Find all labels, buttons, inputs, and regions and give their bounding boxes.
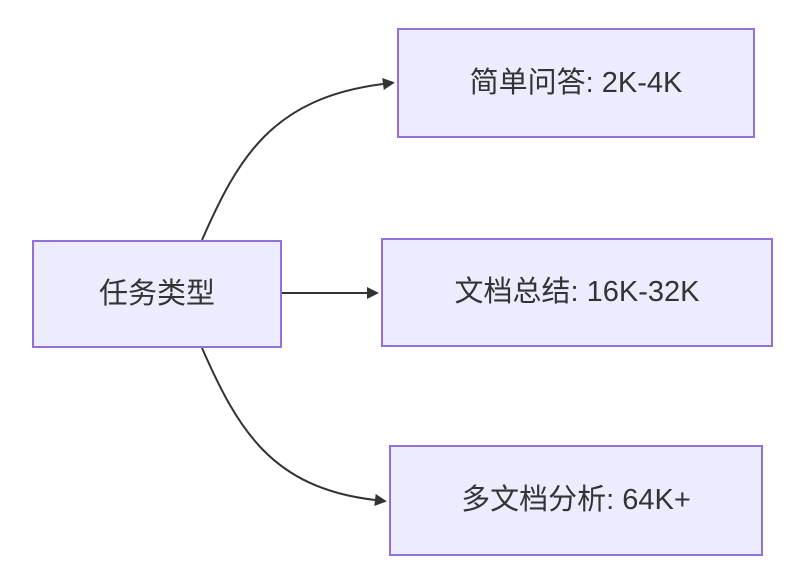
node-simple-qa: 简单问答: 2K-4K — [397, 28, 755, 138]
node-doc-summary: 文档总结: 16K-32K — [381, 238, 773, 347]
node-task-type-label: 任务类型 — [98, 277, 215, 310]
node-multi-doc-analysis-label: 多文档分析: 64K+ — [461, 484, 691, 517]
edge-root-to-multi-doc — [201, 347, 387, 506]
node-doc-summary-label: 文档总结: 16K-32K — [454, 276, 700, 309]
node-multi-doc-analysis: 多文档分析: 64K+ — [389, 445, 763, 556]
node-task-type: 任务类型 — [32, 240, 282, 348]
node-simple-qa-label: 简单问答: 2K-4K — [469, 66, 683, 99]
edge-root-to-simple-qa — [201, 78, 395, 241]
